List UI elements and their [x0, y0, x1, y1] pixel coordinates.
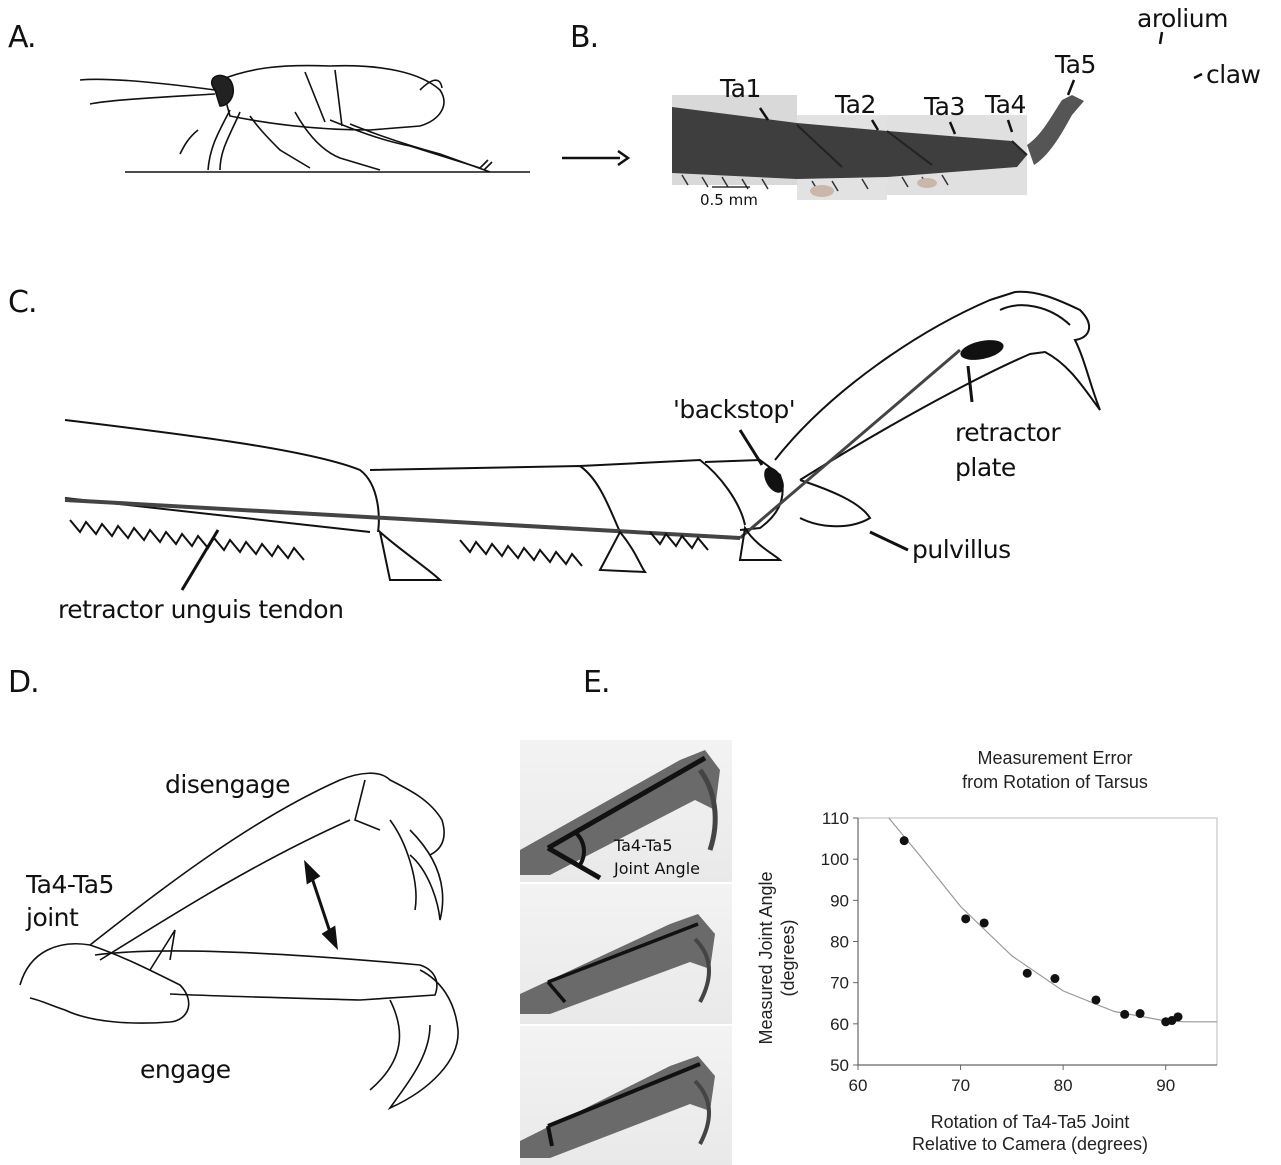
data-point: [980, 918, 989, 927]
data-point: [1023, 969, 1032, 978]
y-tick-label: 70: [830, 974, 849, 993]
x-tick-label: 70: [951, 1076, 970, 1095]
plot-frame: [858, 818, 1217, 1065]
chart-title-line1: Measurement Error: [977, 748, 1132, 768]
panel-label-d: D.: [8, 665, 39, 700]
photo-3-art: [520, 1026, 732, 1165]
label-engage: engage: [140, 1055, 231, 1084]
y-tick-label: 50: [830, 1056, 849, 1075]
chart-ylabel-line1: Measured Joint Angle: [756, 871, 776, 1044]
y-tick-label: 110: [822, 809, 849, 828]
label-retractor-plate-2: plate: [955, 453, 1016, 482]
label-retractor-plate-1: retractor: [955, 418, 1060, 447]
joint-angle-photo-3: [520, 1026, 732, 1165]
label-joint-1: Ta4-Ta5: [26, 870, 114, 899]
joint-angle-photo-2: [520, 884, 732, 1024]
y-tick-label: 80: [830, 933, 849, 952]
joint-drawing: [10, 760, 490, 1120]
chart-title-line2: from Rotation of Tarsus: [962, 772, 1148, 792]
x-tick-label: 60: [849, 1076, 868, 1095]
y-tick-label: 60: [830, 1015, 849, 1034]
panel-b-leader-lines: [0, 0, 1281, 230]
label-backstop: 'backstop': [673, 395, 795, 424]
y-tick-label: 90: [830, 891, 849, 910]
panel-label-e: E.: [583, 665, 610, 700]
data-point: [1136, 1009, 1145, 1018]
fit-curve: [889, 818, 1217, 1022]
chart-ylabel-line2: (degrees): [778, 919, 798, 996]
data-point: [900, 836, 909, 845]
photo-2-art: [520, 884, 732, 1024]
label-angle-1: Ta4-Ta5: [614, 836, 673, 855]
data-point: [1174, 1012, 1183, 1021]
x-tick-label: 90: [1156, 1076, 1175, 1095]
label-pulvillus: pulvillus: [912, 535, 1011, 564]
label-angle-2: Joint Angle: [614, 859, 700, 878]
y-tick-label: 100: [821, 850, 849, 869]
data-point: [1091, 995, 1100, 1004]
label-joint-2: joint: [26, 903, 78, 932]
data-point: [1050, 974, 1059, 983]
data-point: [1120, 1010, 1129, 1019]
chart-xlabel-line2: Relative to Camera (degrees): [912, 1134, 1148, 1154]
x-tick-label: 80: [1054, 1076, 1073, 1095]
panel-label-c: C.: [8, 285, 36, 320]
data-point: [961, 914, 970, 923]
joint-angle-chart: Measurement Error from Rotation of Tarsu…: [740, 730, 1270, 1160]
label-tendon: retractor unguis tendon: [58, 595, 343, 624]
chart-xlabel-line1: Rotation of Ta4-Ta5 Joint: [931, 1112, 1130, 1132]
label-disengage: disengage: [165, 770, 290, 799]
